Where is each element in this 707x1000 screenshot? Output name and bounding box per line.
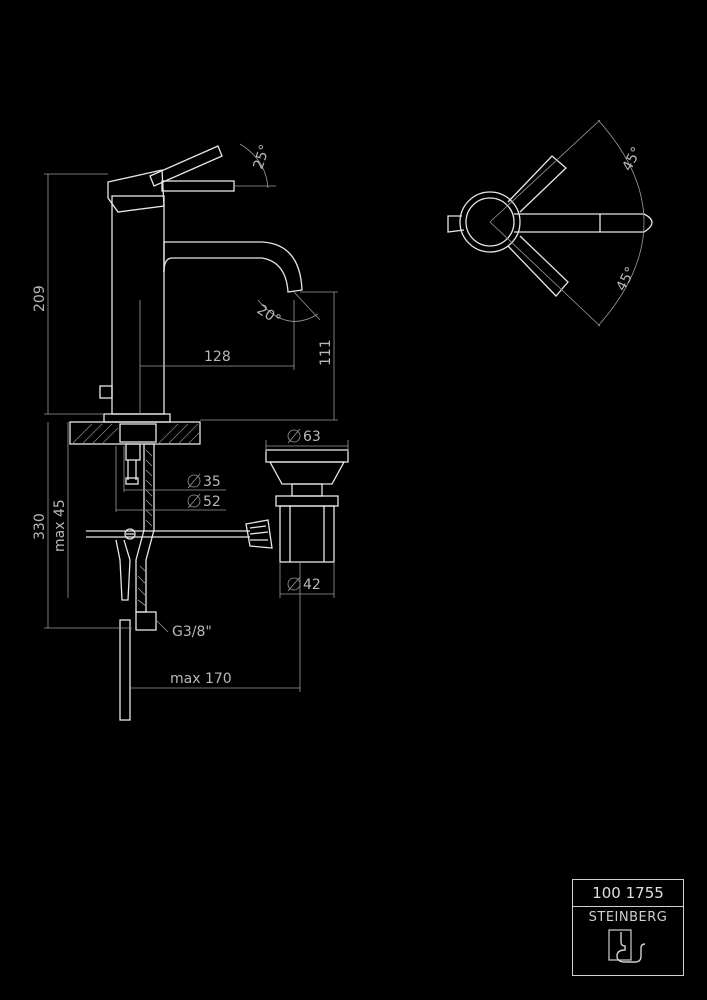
dim-waste-63-value: 63	[303, 429, 321, 445]
dim-connection-g38: G3/8"	[172, 624, 212, 640]
dim-height-209: 209	[32, 285, 48, 312]
product-code: 100 1755	[573, 880, 683, 907]
dim-angle-25: 25°	[251, 143, 274, 172]
pop-up-waste	[265, 449, 349, 563]
brand-name: STEINBERG	[588, 910, 668, 925]
dim-max-170: max 170	[170, 671, 232, 687]
dimension-lines	[44, 143, 349, 692]
dim-hole-52-value: 52	[203, 494, 221, 510]
dim-height-111: 111	[318, 339, 334, 366]
dim-reach-128: 128	[204, 349, 231, 365]
dim-waste-42-value: 42	[303, 577, 321, 593]
title-block: 100 1755 STEINBERG	[572, 879, 684, 976]
dim-hole-35-value: 35	[203, 474, 221, 490]
dim-depth-330: 330	[32, 513, 48, 540]
hoses	[115, 443, 157, 721]
dim-hole-52: 52	[187, 493, 221, 510]
drain-rod	[86, 519, 273, 549]
mixer-side-view	[99, 145, 303, 423]
dim-waste-42: 42	[287, 576, 321, 593]
steinberg-logo-icon	[608, 929, 646, 963]
dim-waste-63: 63	[287, 428, 321, 445]
dim-rotation-45-top: 45°	[619, 144, 645, 173]
dim-hole-35: 35	[187, 473, 221, 490]
dim-max-45: max 45	[52, 499, 68, 552]
mixer-top-view	[447, 119, 653, 327]
dim-rotation-45-bottom: 45°	[613, 264, 639, 293]
dim-angle-20: 20°	[254, 302, 284, 329]
counter-section	[69, 421, 201, 461]
